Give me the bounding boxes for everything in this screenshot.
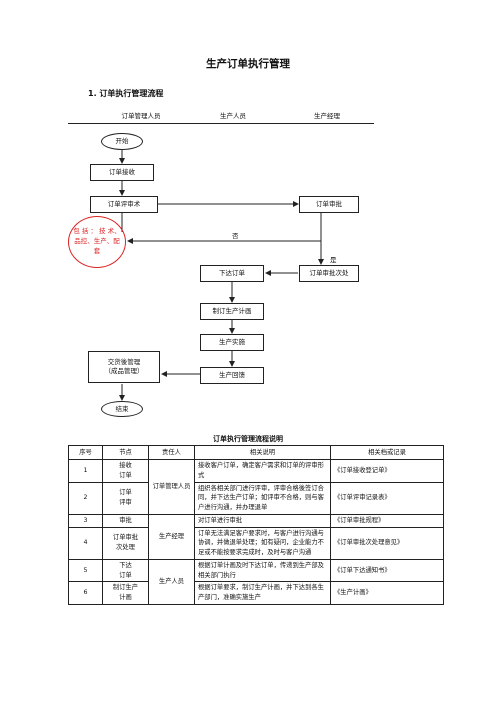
cell-no: 5 bbox=[68, 558, 103, 583]
table-row: 2 订单 评审 组织各相关部门进行评审，评审合格後签订合同，并下达生产订单；如评… bbox=[68, 481, 444, 515]
table-row: 4 订单审批 次处理 订单无法满足客户要求时，与客户进行沟通与协调，并做退单处理… bbox=[68, 526, 444, 560]
process-table: 序号 节点 责任人 相关说明 相关档或记录 1 接收 订单 订单管理人员 接收客… bbox=[68, 445, 444, 605]
node-end: 结束 bbox=[101, 401, 143, 417]
cell-description: 根据订单要求，制订生产计画，并下达到各生产部门，准确实施生产 bbox=[194, 581, 331, 605]
table-row: 6 制订生产 计画 根据订单要求，制订生产计画，并下达到各生产部门，准确实施生产… bbox=[68, 581, 444, 605]
cell-node: 制订生产 计画 bbox=[102, 581, 149, 605]
header-description: 相关说明 bbox=[194, 445, 331, 460]
node-approve-handle: 订单审批次处 bbox=[299, 265, 359, 282]
header-no: 序号 bbox=[68, 445, 103, 460]
node-order-review: 订单评审术 bbox=[90, 196, 158, 213]
node-issue-order: 下达订单 bbox=[200, 265, 264, 282]
cell-node: 审批 bbox=[102, 513, 149, 528]
table-caption: 订单执行管理流程说明 bbox=[213, 435, 283, 443]
arrow-approve-no-back bbox=[127, 213, 322, 244]
cell-description: 接收客户订单，确定客户需求和订单的评审形式 bbox=[194, 459, 331, 483]
section-heading: 1. 订单执行管理流程 bbox=[88, 89, 164, 98]
node-start: 开始 bbox=[101, 133, 143, 150]
cell-no: 2 bbox=[68, 481, 103, 515]
node-make-plan: 制订生产计画 bbox=[200, 303, 264, 320]
cell-no: 4 bbox=[68, 526, 103, 560]
node-order-approve: 订单审批 bbox=[299, 196, 359, 213]
flow-connectors bbox=[119, 150, 324, 401]
cell-document: 《订单审批规程》 bbox=[330, 513, 444, 528]
node-order-receive: 订单接收 bbox=[90, 164, 154, 181]
cell-document: 《生产计画》 bbox=[330, 581, 444, 605]
cell-no: 3 bbox=[68, 513, 103, 528]
table-header-row: 序号 节点 责任人 相关说明 相关档或记录 bbox=[68, 445, 444, 460]
table-row: 3 审批 生产经理 对订单进行审批 《订单审批规程》 bbox=[68, 513, 444, 560]
cell-no: 6 bbox=[68, 581, 103, 605]
cell-node: 订单 评审 bbox=[102, 481, 149, 515]
node-feedback: 生产回馈 bbox=[200, 367, 264, 384]
lane-production-staff: 生产人员 bbox=[220, 112, 246, 120]
cell-document: 《订单评审记录表》 bbox=[330, 481, 444, 515]
cell-document: 《订单下达通知书》 bbox=[330, 558, 444, 583]
header-responsible: 责任人 bbox=[148, 445, 195, 460]
header-node: 节点 bbox=[102, 445, 149, 460]
table-row: 5 下达 订单 生产人员 根据订单计画及时下达订单，传递到生产部及相关部门执行 … bbox=[68, 558, 444, 605]
node-delivery: 交货後管理 （成品管理） bbox=[88, 351, 160, 383]
node-production: 生产实施 bbox=[200, 334, 264, 351]
header-document: 相关档或记录 bbox=[330, 445, 444, 460]
cell-node: 订单审批 次处理 bbox=[102, 526, 149, 560]
edge-label-yes: 是 bbox=[330, 256, 337, 264]
lane-production-manager: 生产经理 bbox=[314, 112, 340, 120]
cell-description: 根据订单计画及时下达订单，传递到生产部及相关部门执行 bbox=[194, 558, 331, 583]
cell-document: 《订单接收登记单》 bbox=[330, 459, 444, 483]
lane-divider bbox=[68, 123, 374, 124]
document-title: 生产订单执行管理 bbox=[206, 58, 290, 70]
cell-responsible: 生产经理 bbox=[148, 513, 195, 560]
cell-description: 对订单进行审批 bbox=[194, 513, 331, 528]
review-note-callout: 包 括 ： 技 术、品控、生产、配套 bbox=[68, 216, 126, 268]
cell-node: 下达 订单 bbox=[102, 558, 149, 583]
cell-responsible: 订单管理人员 bbox=[148, 459, 195, 515]
cell-description: 组织各相关部门进行评审，评审合格後签订合同，并下达生产订单；如评审不合格，则与客… bbox=[194, 481, 331, 515]
cell-document: 《订单审批次处理意见》 bbox=[330, 526, 444, 560]
cell-responsible: 生产人员 bbox=[148, 558, 195, 605]
lane-order-manager: 订单管理人员 bbox=[121, 112, 161, 120]
cell-node: 接收 订单 bbox=[102, 459, 149, 483]
edge-label-no: 否 bbox=[232, 232, 239, 240]
cell-no: 1 bbox=[68, 459, 103, 483]
cell-description: 订单无法满足客户要求时，与客户进行沟通与协调，并做退单处理；如有疑问，企业能力不… bbox=[194, 526, 331, 560]
table-row: 1 接收 订单 订单管理人员 接收客户订单，确定客户需求和订单的评审形式 《订单… bbox=[68, 459, 444, 515]
